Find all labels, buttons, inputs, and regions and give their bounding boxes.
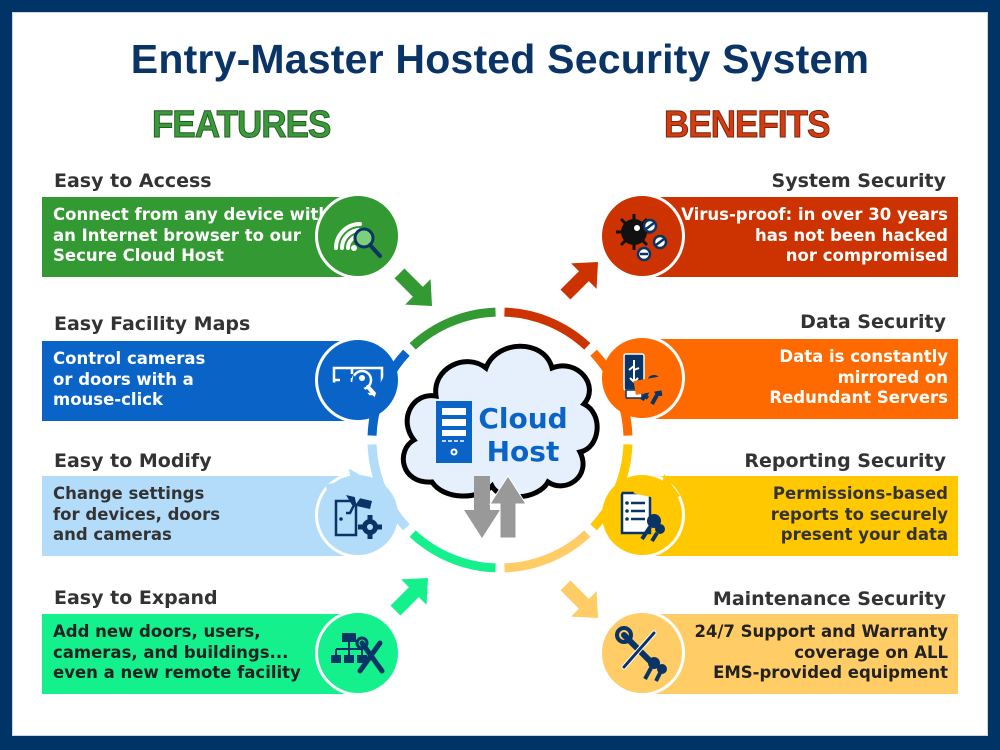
feature-bar bbox=[42, 614, 357, 694]
text-line: an Internet browser to our bbox=[53, 225, 301, 245]
feature-bar bbox=[42, 197, 357, 277]
text-line: and cameras bbox=[53, 525, 172, 544]
benefit-description: Permissions-based reports to securely pr… bbox=[771, 484, 948, 546]
feature-description: Connect from any device with an Internet… bbox=[53, 205, 330, 267]
feature-label-maps: Easy Facility Maps bbox=[54, 313, 251, 335]
feature-bar bbox=[42, 476, 357, 556]
benefit-bar bbox=[643, 339, 958, 419]
text-line: nor compromised bbox=[785, 246, 948, 265]
text-line: Permissions-based bbox=[772, 484, 948, 503]
floor-map-search-icon bbox=[315, 337, 401, 423]
door-camera-gear-icon bbox=[315, 472, 401, 558]
benefit-bar bbox=[643, 614, 958, 694]
benefit-bar bbox=[643, 197, 958, 277]
text-line: reports to securely bbox=[770, 504, 948, 524]
feature-label-expand: Easy to Expand bbox=[54, 587, 218, 609]
text-line: coverage on ALL bbox=[794, 642, 948, 662]
feature-label-access: Easy to Access bbox=[54, 170, 212, 192]
text-line: or doors with a bbox=[53, 369, 194, 389]
text-line: cameras, and buildings... bbox=[53, 642, 289, 662]
benefit-card-system: Virus-proof: in over 30 years has not be… bbox=[599, 193, 958, 279]
text-line: mouse-click bbox=[53, 390, 163, 409]
text-line: Secure Cloud Host bbox=[53, 246, 224, 265]
report-keys-icon bbox=[599, 472, 685, 558]
page-title: Entry-Master Hosted Security System bbox=[130, 36, 870, 82]
benefit-label-system: System Security bbox=[771, 170, 946, 192]
benefit-description: Data is constantly mirrored on Redundant… bbox=[769, 347, 948, 409]
benefit-description: 24/7 Support and Warranty coverage on AL… bbox=[694, 622, 948, 684]
benefits-heading: BENEFITS bbox=[664, 104, 831, 147]
text-line: Redundant Servers bbox=[769, 388, 948, 407]
feature-description: Change settings for devices, doors and c… bbox=[53, 484, 220, 546]
network-tools-icon bbox=[315, 610, 401, 696]
benefit-bar bbox=[643, 476, 958, 556]
text-line: for devices, doors bbox=[53, 504, 221, 524]
feature-label-modify: Easy to Modify bbox=[54, 450, 212, 472]
tools-keys-icon bbox=[599, 610, 685, 696]
benefit-card-reporting: Permissions-based reports to securely pr… bbox=[599, 472, 958, 558]
text-line: Change settings bbox=[53, 484, 205, 503]
text-line: Data is constantly bbox=[779, 347, 948, 366]
text-line: has not been hacked bbox=[754, 225, 948, 245]
text-line: mirrored on bbox=[837, 367, 948, 387]
benefit-label-reporting: Reporting Security bbox=[744, 450, 946, 472]
text-line: even a new remote facility bbox=[53, 663, 301, 682]
text-line: Control cameras bbox=[53, 349, 206, 368]
features-heading: FEATURES bbox=[152, 104, 332, 147]
text-line: Add new doors, users, bbox=[53, 622, 261, 641]
virus-blocked-icon bbox=[599, 193, 685, 279]
benefit-label-data: Data Security bbox=[800, 311, 946, 333]
benefit-card-data: Data is constantly mirrored on Redundant… bbox=[599, 335, 958, 421]
usb-keys-icon bbox=[599, 335, 685, 421]
feature-bar bbox=[42, 341, 357, 421]
benefit-description: Virus-proof: in over 30 years has not be… bbox=[681, 205, 948, 267]
text-line: Virus-proof: in over 30 years bbox=[681, 205, 948, 224]
text-line: 24/7 Support and Warranty bbox=[694, 622, 948, 641]
benefit-card-maintenance: 24/7 Support and Warranty coverage on AL… bbox=[599, 610, 958, 696]
text-line: EMS-provided equipment bbox=[713, 663, 948, 682]
feature-description: Control cameras or doors with a mouse-cl… bbox=[53, 349, 205, 411]
wifi-search-icon bbox=[315, 193, 401, 279]
text-line: present your data bbox=[780, 525, 948, 544]
text-line: Connect from any device with bbox=[53, 205, 331, 224]
benefit-label-maintenance: Maintenance Security bbox=[712, 588, 946, 610]
feature-description: Add new doors, users, cameras, and build… bbox=[53, 622, 301, 684]
